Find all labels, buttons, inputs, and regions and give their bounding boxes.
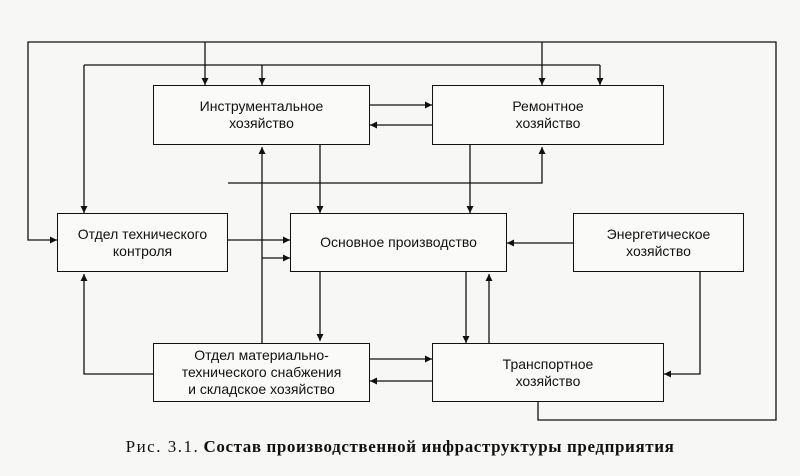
supply-warehouse-block-label: Отдел материально- технического снабжени… xyxy=(181,347,342,397)
main-production-block: Основное производство xyxy=(290,213,507,272)
supply-warehouse-block: Отдел материально- технического снабжени… xyxy=(153,343,370,402)
energy-block: Энергетическое хозяйство xyxy=(573,213,744,272)
main-production-block-label: Основное производство xyxy=(320,234,477,250)
figure-title: Состав производственной инфраструктуры п… xyxy=(203,437,675,456)
energy-to-transport-arrow xyxy=(664,272,701,378)
supply-to-quality-arrow xyxy=(80,274,153,375)
quality-control-block-label: Отдел технического контроля xyxy=(77,225,208,259)
tools-block-label: Инструментальное хозяйство xyxy=(199,98,324,131)
tools-block: Инструментальное хозяйство xyxy=(153,85,370,145)
outer-loop-line xyxy=(27,41,777,421)
figure-number: Рис. 3.1. xyxy=(125,437,200,456)
transport-block-label: Транспортное хозяйство xyxy=(502,355,594,389)
figure-caption: Рис. 3.1. Состав производственной инфрас… xyxy=(0,437,800,457)
energy-block-label: Энергетическое хозяйство xyxy=(606,225,711,259)
repair-block: Ремонтное хозяйство xyxy=(432,85,664,145)
transport-block: Транспортное хозяйство xyxy=(432,343,664,402)
quality-control-block: Отдел технического контроля xyxy=(57,213,228,272)
quality-to-repair-arrow xyxy=(228,147,546,184)
repair-block-label: Ремонтное хозяйство xyxy=(512,98,584,131)
